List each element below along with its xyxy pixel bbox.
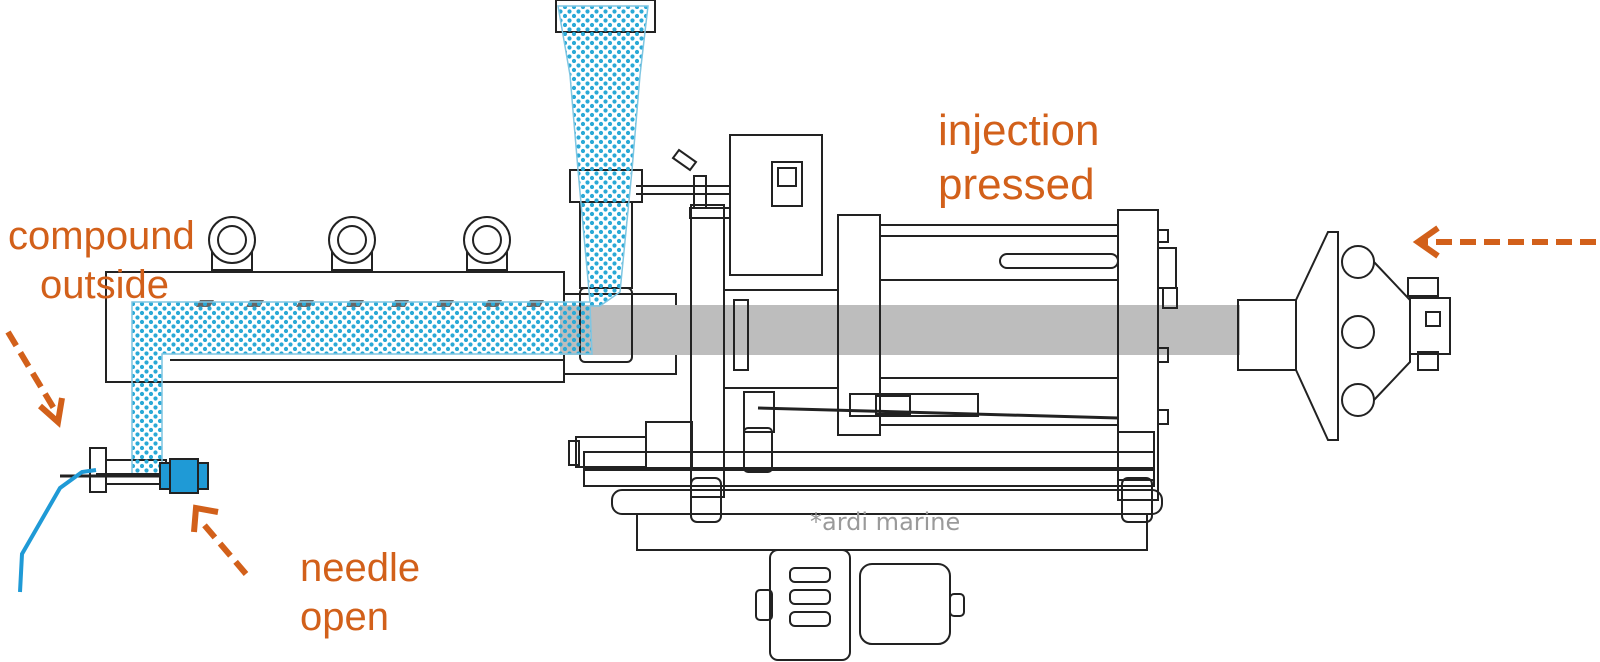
compound-flow — [131, 5, 649, 477]
clamp-unit — [1237, 231, 1451, 441]
label-line: needle — [300, 546, 421, 590]
label-line: pressed — [938, 159, 1095, 209]
label-needle-open: needle open — [300, 544, 420, 642]
watermark: *ardi marine — [810, 508, 961, 536]
hydraulic-cylinder — [568, 391, 1119, 473]
mounting-plates — [690, 204, 1178, 501]
arrow-icon — [5, 239, 1596, 576]
label-line: injection — [938, 106, 1100, 155]
label-line: compound — [8, 214, 195, 258]
heater-band-icon — [328, 216, 376, 271]
motor-icon — [755, 549, 965, 661]
needle-valve-icon — [18, 458, 209, 593]
machine-base — [583, 431, 1163, 551]
label-compound-outside: compound outside — [8, 212, 195, 310]
label-line: open — [300, 594, 389, 639]
screw-shaft — [560, 305, 1240, 355]
label-injection-pressed: injection pressed — [938, 104, 1099, 211]
heater-band-icon — [463, 216, 511, 271]
arrow-head-icon — [38, 225, 1440, 533]
label-line: outside — [40, 262, 169, 307]
heater-band-icon — [208, 216, 256, 271]
control-box-icon — [636, 134, 823, 276]
